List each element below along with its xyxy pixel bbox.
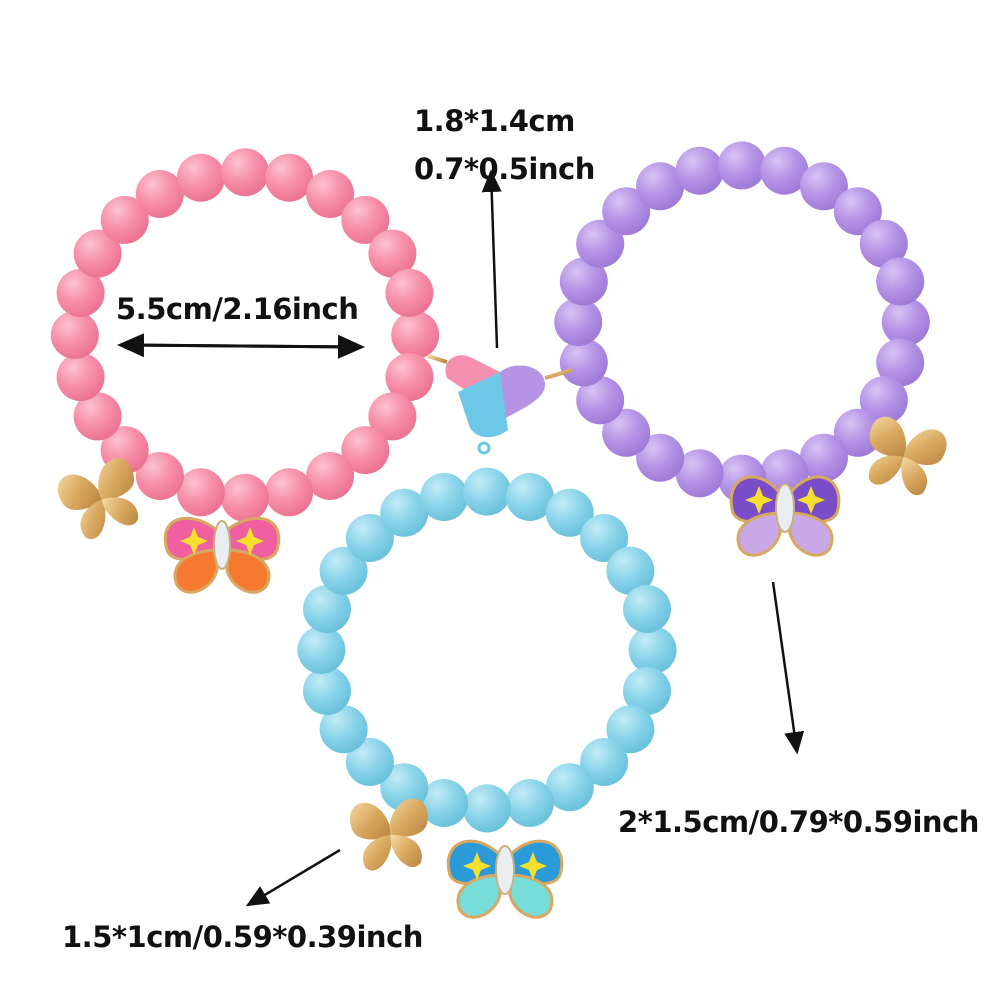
bead <box>675 146 724 195</box>
bead <box>265 468 314 517</box>
bead <box>859 219 908 268</box>
bead <box>100 195 149 244</box>
bead <box>559 257 608 306</box>
bead <box>881 298 930 346</box>
bead <box>545 488 594 537</box>
purple-bracelet <box>554 141 930 503</box>
small-charm-size-label: 1.5*1cm/0.59*0.39inch <box>62 920 423 954</box>
clasp-arrow <box>481 169 502 349</box>
bead <box>385 353 434 402</box>
bead <box>576 376 625 425</box>
bead <box>463 784 511 833</box>
gold-butterfly-charm-blue <box>350 798 428 871</box>
bead <box>505 779 554 827</box>
large-charm-arrow <box>771 581 805 755</box>
bead <box>303 667 351 715</box>
bead <box>303 585 351 633</box>
bead <box>859 376 908 425</box>
diameter-arrow <box>117 333 365 359</box>
purple-butterfly-charm <box>729 458 841 557</box>
bead <box>345 514 394 562</box>
bead <box>554 298 603 346</box>
blue-bracelet <box>297 467 677 833</box>
heart-clasp <box>427 354 573 470</box>
bead <box>505 473 554 521</box>
bead <box>545 763 594 812</box>
bead <box>391 311 440 359</box>
large-charm-size-label: 2*1.5cm/0.79*0.59inch <box>618 805 979 839</box>
bead <box>176 468 225 517</box>
bead <box>799 162 848 211</box>
bead <box>606 705 655 754</box>
clasp-size-cm-label: 1.8*1.4cm <box>414 104 575 138</box>
pink-butterfly-charm <box>163 495 281 594</box>
blue-butterfly-charm <box>446 805 564 919</box>
bead <box>628 626 677 674</box>
bead <box>675 449 724 498</box>
bead <box>602 408 651 457</box>
bead <box>559 338 608 387</box>
bead <box>580 738 629 786</box>
bead <box>341 195 390 244</box>
small-charm-arrow <box>245 848 341 907</box>
bead <box>380 488 429 537</box>
bead <box>176 153 225 202</box>
bead <box>718 141 766 190</box>
bead <box>799 433 848 482</box>
bead <box>73 229 122 278</box>
pink-bracelet <box>50 148 440 522</box>
bead <box>760 146 809 195</box>
bead <box>345 738 394 786</box>
bead <box>135 452 184 500</box>
bead <box>876 338 925 387</box>
bead <box>833 408 882 457</box>
bead <box>56 268 105 317</box>
bead <box>602 187 651 236</box>
clasp-size-inch-label: 0.7*0.5inch <box>414 152 595 186</box>
bead <box>319 546 368 595</box>
bead <box>636 433 685 482</box>
bead <box>50 311 99 359</box>
bead <box>56 353 105 402</box>
bead <box>623 585 671 633</box>
gold-butterfly-charm-pink <box>57 458 139 540</box>
bead <box>385 268 434 317</box>
bead <box>876 257 925 306</box>
bead <box>265 153 314 202</box>
bead <box>306 170 355 218</box>
bead <box>606 546 655 595</box>
bead <box>73 392 122 441</box>
diameter-label: 5.5cm/2.16inch <box>116 292 359 326</box>
bead <box>221 473 269 522</box>
bead <box>368 229 417 278</box>
gold-butterfly-charm-purple <box>868 416 947 496</box>
bead <box>636 162 685 211</box>
bead <box>297 626 346 674</box>
bead <box>463 467 511 516</box>
bead <box>420 779 469 827</box>
bead <box>306 452 355 500</box>
bead <box>420 473 469 521</box>
bead <box>833 187 882 236</box>
bead <box>368 392 417 441</box>
bead <box>135 170 184 218</box>
bead <box>221 148 269 197</box>
bead <box>576 219 625 268</box>
bead <box>341 426 390 475</box>
bead <box>580 514 629 562</box>
bead <box>623 667 671 715</box>
bead <box>319 705 368 754</box>
